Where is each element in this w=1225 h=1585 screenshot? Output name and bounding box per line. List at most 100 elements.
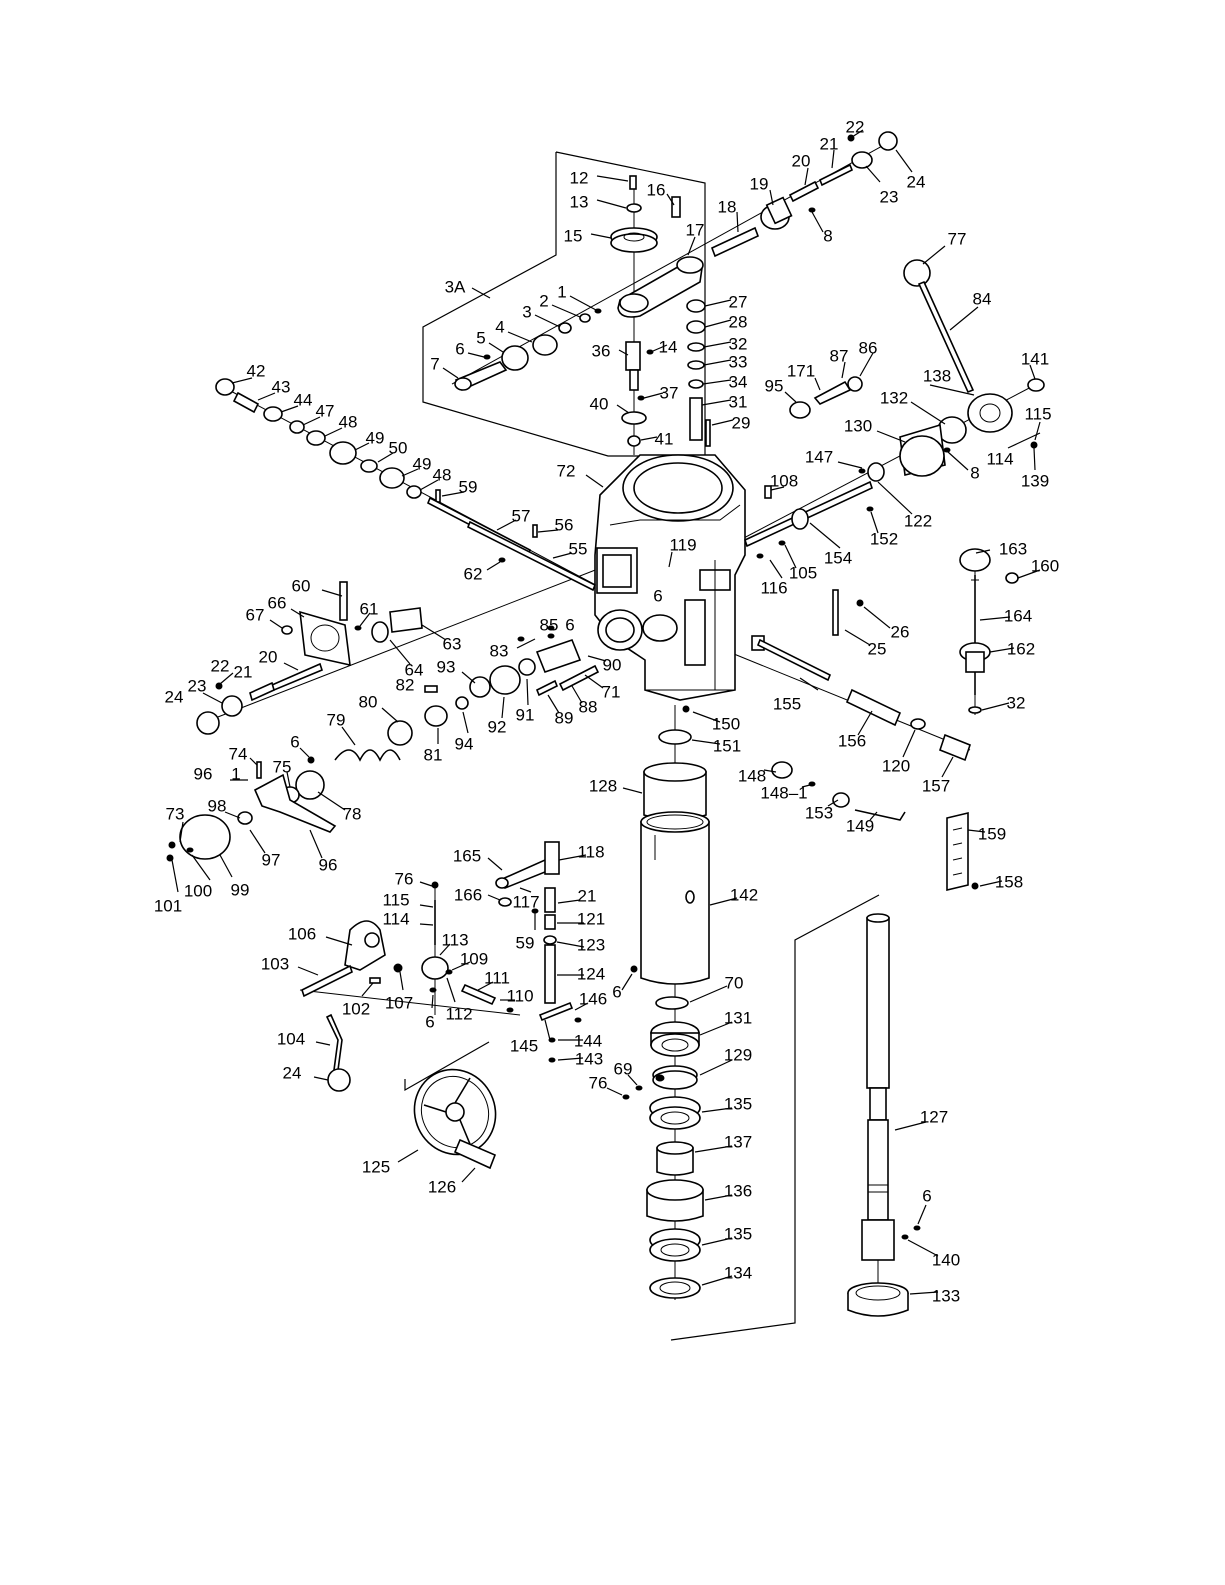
part-label-l146: 146 xyxy=(579,989,607,1008)
part-label-l29: 29 xyxy=(732,413,751,432)
part-label-l48a: 48 xyxy=(339,412,358,431)
part-label-l4: 4 xyxy=(495,317,504,336)
part-label-l137: 137 xyxy=(724,1132,752,1151)
spindle-group-outline xyxy=(670,894,880,1341)
part-label-l121: 121 xyxy=(577,909,605,928)
part-label-l27: 27 xyxy=(729,292,748,311)
part-label-l20b: 20 xyxy=(259,647,278,666)
part-label-l18: 18 xyxy=(718,197,737,216)
part-label-l15: 15 xyxy=(564,226,583,245)
part-label-l95: 95 xyxy=(765,376,784,395)
part-label-l72: 72 xyxy=(557,461,576,480)
part-label-l78: 78 xyxy=(343,804,362,823)
part-label-l6f: 6 xyxy=(425,1012,434,1031)
part-label-l7: 7 xyxy=(430,354,439,373)
quill-feed-handle xyxy=(744,259,1045,559)
part-label-l138: 138 xyxy=(923,366,951,385)
part-label-l135b: 135 xyxy=(724,1224,752,1243)
part-label-l127: 127 xyxy=(920,1107,948,1126)
part-label-l152: 152 xyxy=(870,529,898,548)
part-label-l103: 103 xyxy=(261,954,289,973)
part-label-l41: 41 xyxy=(655,429,674,448)
part-label-l24c: 24 xyxy=(283,1063,302,1082)
part-label-l16: 16 xyxy=(647,180,666,199)
feed-trip-group xyxy=(196,581,423,735)
part-label-l14: 14 xyxy=(659,337,678,356)
part-label-l22a: 22 xyxy=(846,117,865,136)
part-label-l141: 141 xyxy=(1021,349,1049,368)
part-label-l165: 165 xyxy=(453,846,481,865)
part-label-l1b: 1 xyxy=(231,764,240,783)
part-label-l83: 83 xyxy=(490,641,509,660)
part-label-l109: 109 xyxy=(460,949,488,968)
part-label-l114a: 114 xyxy=(986,449,1013,468)
part-label-l143: 143 xyxy=(575,1049,603,1068)
part-label-l57: 57 xyxy=(512,506,531,525)
part-label-l2a: 2 xyxy=(539,291,548,310)
part-label-l37: 37 xyxy=(660,383,679,402)
part-label-l105: 105 xyxy=(789,563,817,582)
part-label-l67: 67 xyxy=(246,605,265,624)
part-label-l144: 144 xyxy=(574,1031,602,1050)
quill-sleeve-128 xyxy=(643,762,707,821)
part-label-l6e: 6 xyxy=(612,982,621,1001)
part-label-l100: 100 xyxy=(184,881,212,900)
part-label-l108: 108 xyxy=(770,471,798,490)
part-label-l60: 60 xyxy=(292,576,311,595)
part-label-l32a: 32 xyxy=(729,334,748,353)
part-label-l90: 90 xyxy=(603,655,622,674)
ring-151 xyxy=(658,729,692,745)
part-label-l164: 164 xyxy=(1004,606,1032,625)
part-label-l50: 50 xyxy=(389,438,408,457)
part-label-l94: 94 xyxy=(455,734,474,753)
part-label-l82: 82 xyxy=(396,675,415,694)
part-label-l23b: 23 xyxy=(188,676,207,695)
part-label-l112: 112 xyxy=(445,1004,472,1023)
part-label-l21c: 21 xyxy=(578,886,597,905)
part-label-l70: 70 xyxy=(725,973,744,992)
part-label-l158: 158 xyxy=(995,872,1023,891)
screw-158 xyxy=(971,882,979,890)
depth-scale-159 xyxy=(946,811,969,892)
part-label-l44: 44 xyxy=(294,390,313,409)
part-label-l122: 122 xyxy=(904,511,932,530)
part-label-l76a: 76 xyxy=(395,869,414,888)
part-label-l136: 136 xyxy=(724,1181,752,1200)
part-label-l155: 155 xyxy=(773,694,801,713)
part-label-l79: 79 xyxy=(327,710,346,729)
part-label-l3: 3 xyxy=(522,302,531,321)
part-label-l66: 66 xyxy=(268,593,287,612)
part-label-l86: 86 xyxy=(859,338,878,357)
part-label-l166: 166 xyxy=(454,885,482,904)
part-label-l119: 119 xyxy=(669,535,696,554)
feed-engage-group xyxy=(301,841,643,1100)
part-label-l88: 88 xyxy=(579,697,598,716)
part-label-l162: 162 xyxy=(1007,639,1035,658)
feed-reverse-group xyxy=(166,756,337,862)
screw-150 xyxy=(682,705,690,713)
screw-140 xyxy=(901,1234,909,1240)
leader-lines xyxy=(171,129,1041,1295)
part-label-l128: 128 xyxy=(589,776,617,795)
part-label-l115a: 115 xyxy=(1024,404,1051,423)
screw-6-spindle xyxy=(913,1225,921,1231)
part-label-l24a: 24 xyxy=(907,172,926,191)
part-label-l97: 97 xyxy=(262,850,281,869)
part-label-l73: 73 xyxy=(166,804,185,823)
quill-142 xyxy=(640,811,710,985)
part-label-l129: 129 xyxy=(724,1045,752,1064)
part-label-l6b: 6 xyxy=(653,586,662,605)
part-label-l148_1: 148–1 xyxy=(760,783,807,802)
part-label-l116: 116 xyxy=(760,578,787,597)
part-label-l145: 145 xyxy=(510,1036,538,1055)
part-label-l71: 71 xyxy=(602,682,621,701)
part-label-l93: 93 xyxy=(437,657,456,676)
part-label-l151: 151 xyxy=(713,736,741,755)
part-label-l132: 132 xyxy=(880,388,908,407)
part-label-l62: 62 xyxy=(464,564,483,583)
part-label-l49b: 49 xyxy=(413,454,432,473)
part-label-l32b: 32 xyxy=(1007,693,1026,712)
stop-rod-group xyxy=(751,635,971,821)
part-label-l142: 142 xyxy=(730,885,758,904)
